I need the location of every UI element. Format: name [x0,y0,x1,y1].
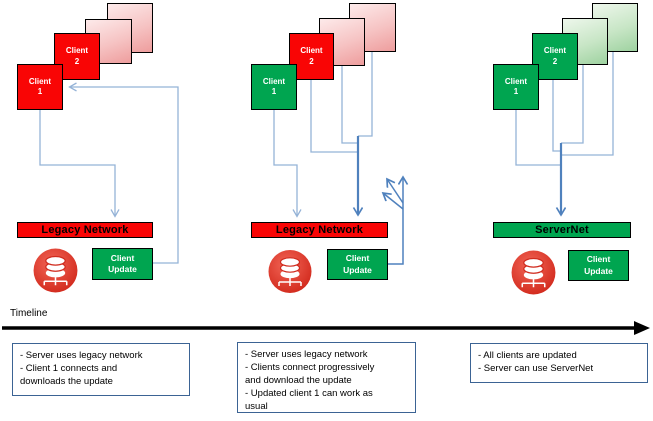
p2-update-stem-line [388,205,404,265]
note-box-phase2: - Server uses legacy network - Clients c… [237,342,416,413]
p3-faded-client4-join-line [561,52,614,156]
client1-box-phase2: Client 1 [251,64,297,110]
note-box-phase1: - Server uses legacy network - Client 1 … [12,343,190,396]
p2-client1-to-network-line [273,110,297,216]
database-server-icon [31,246,80,295]
p2-faded-client4-join-line [358,52,373,137]
p1-client1-to-network-line [39,110,115,216]
client-update-box-phase3: Client Update [568,250,629,281]
p3-client2-join-line [552,80,561,152]
client1-box-phase1: Client 1 [17,64,63,110]
multi-arrow-fan-icon [383,193,404,210]
database-server-icon [508,248,559,297]
p2-client2-join-line [310,80,358,153]
p1-update-to-client1-line [70,87,179,264]
network-bar-phase2: Legacy Network [251,222,388,238]
client1-box-phase3: Client 1 [493,64,539,110]
multi-arrow-fan-icon [387,179,404,204]
right-arrow-icon [634,321,650,335]
client-update-box-phase2: Client Update [327,249,388,280]
note-box-phase3: - All clients are updated - Server can u… [470,343,648,383]
database-server-icon [266,247,314,296]
network-bar-phase3: ServerNet [493,222,631,238]
p3-client1-join-line [515,110,561,166]
client2-box-phase3: Client 2 [532,33,578,80]
p2-faded-client3-join-line [341,66,358,144]
p3-faded-client3-join-line [561,65,584,144]
timeline-label: Timeline [10,308,48,319]
network-bar-phase1: Legacy Network [17,222,153,238]
client-update-box-phase1: Client Update [92,248,153,280]
